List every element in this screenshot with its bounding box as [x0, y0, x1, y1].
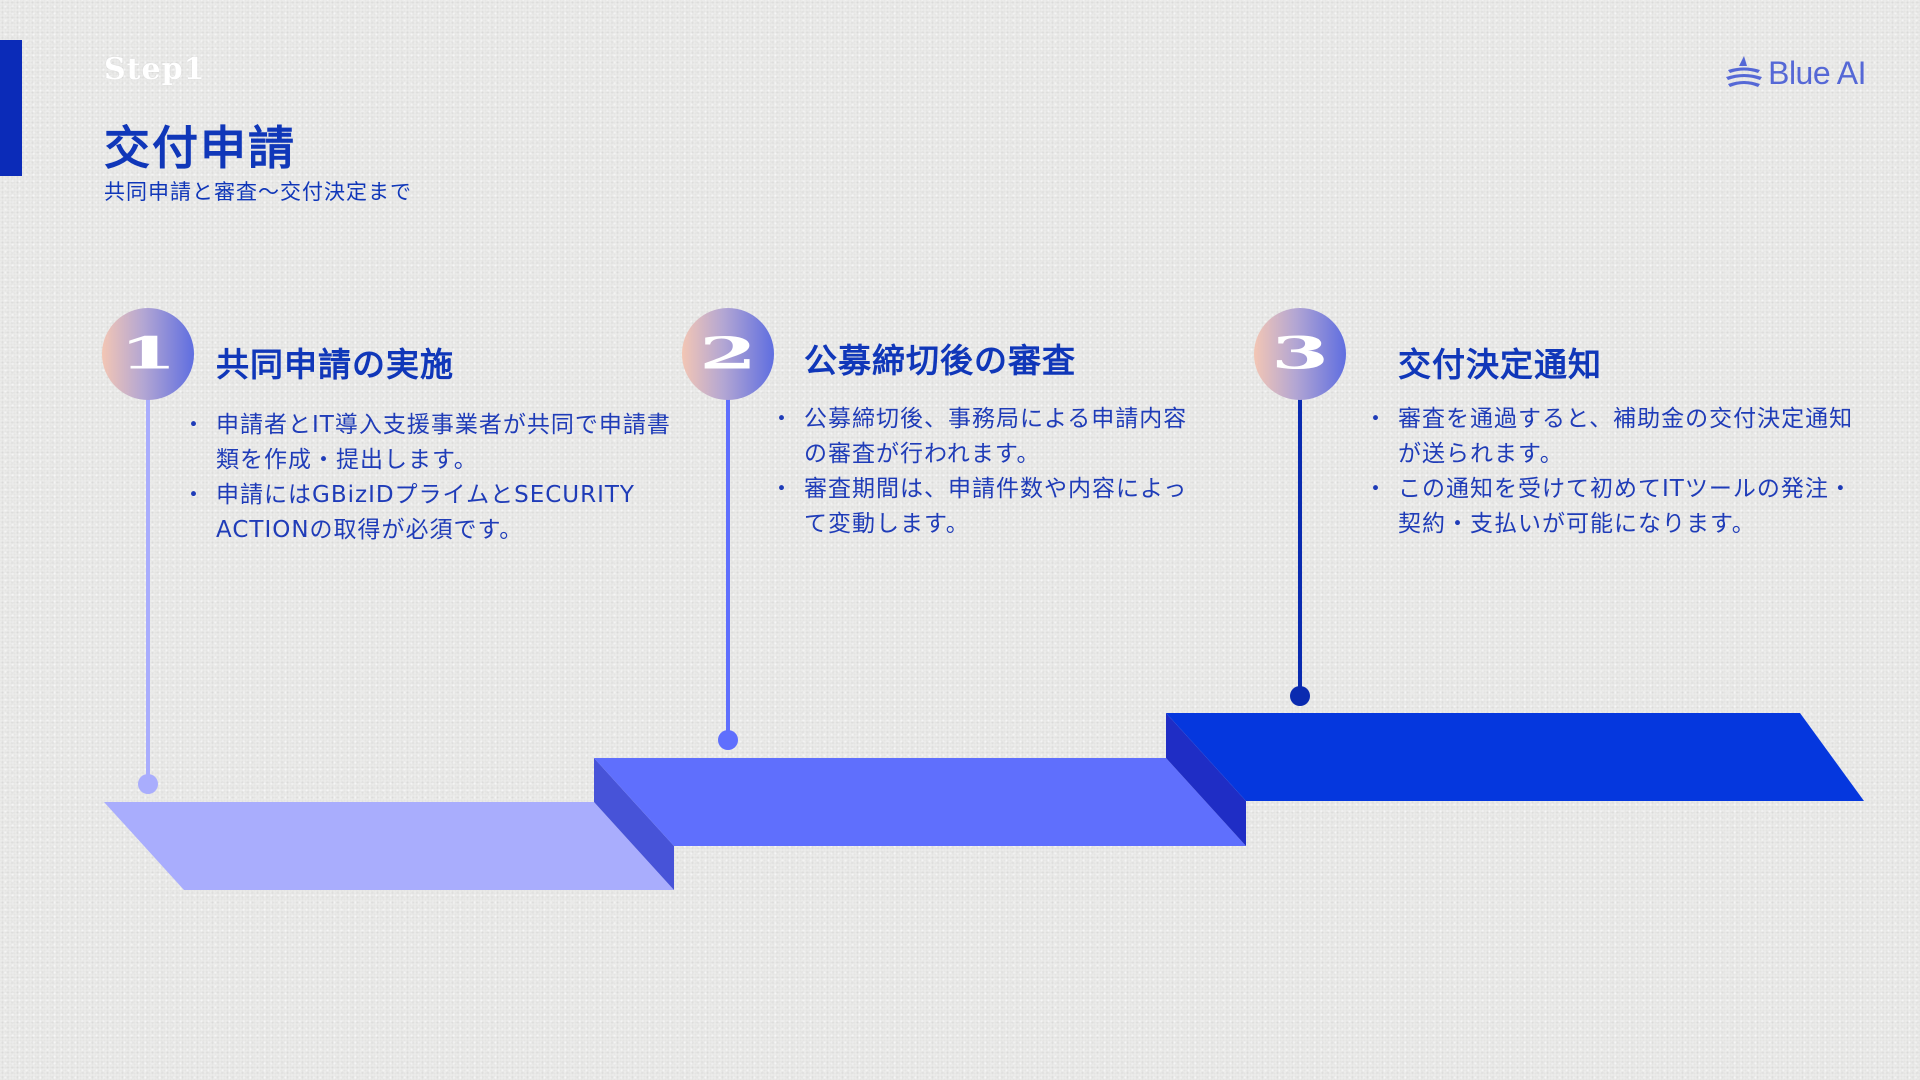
- step-2-number: 2: [699, 327, 757, 380]
- stair-step-2-side: [594, 758, 674, 890]
- step-2-bullets: 公募締切後、事務局による申請内容の審査が行われます。 審査期間は、申請件数や内容…: [770, 402, 1196, 542]
- list-item: 審査期間は、申請件数や内容によって変動します。: [770, 472, 1196, 542]
- step-1-bullets: 申請者とIT導入支援事業者が共同で申請書類を作成・提出します。 申請にはGBiz…: [182, 408, 688, 548]
- stair-step-2-top: [594, 758, 1246, 846]
- logo-text: Blue AI: [1768, 54, 1866, 91]
- step-3-number: 3: [1271, 327, 1329, 380]
- list-item: 申請者とIT導入支援事業者が共同で申請書類を作成・提出します。: [182, 408, 688, 478]
- blue-ai-logo-icon: [1724, 54, 1764, 92]
- step-3-bullets: 審査を通過すると、補助金の交付決定通知が送られます。 この通知を受けて初めてIT…: [1364, 402, 1870, 542]
- step-3-number-badge: 3: [1254, 308, 1346, 400]
- list-item: 申請にはGBizIDプライムとSECURITY ACTIONの取得が必須です。: [182, 478, 688, 548]
- accent-bar: [0, 40, 22, 176]
- stair-step-3-top: [1166, 713, 1864, 801]
- stair-step-1-top: [104, 802, 674, 890]
- step-2-title: 公募締切後の審査: [804, 341, 1076, 380]
- logo: Blue AI: [1724, 54, 1866, 92]
- step-label: Step1: [104, 52, 206, 87]
- list-item: 審査を通過すると、補助金の交付決定通知が送られます。: [1364, 402, 1870, 472]
- list-item: この通知を受けて初めてITツールの発注・契約・支払いが可能になります。: [1364, 472, 1870, 542]
- step-1-number: 1: [119, 327, 177, 380]
- stair-step-3-side: [1166, 713, 1246, 846]
- step-2-dot: [718, 730, 738, 750]
- step-1-title: 共同申請の実施: [216, 345, 454, 384]
- step-3-dot: [1290, 686, 1310, 706]
- step-3-title: 交付決定通知: [1398, 345, 1602, 384]
- step-2-line: [726, 390, 730, 740]
- step-3-line: [1298, 390, 1302, 695]
- step-1-dot: [138, 774, 158, 794]
- list-item: 公募締切後、事務局による申請内容の審査が行われます。: [770, 402, 1196, 472]
- step-2-number-badge: 2: [682, 308, 774, 400]
- step-1-number-badge: 1: [102, 308, 194, 400]
- page-title: 交付申請: [104, 121, 296, 175]
- step-1-line: [146, 390, 150, 782]
- page-subtitle: 共同申請と審査〜交付決定まで: [104, 180, 412, 204]
